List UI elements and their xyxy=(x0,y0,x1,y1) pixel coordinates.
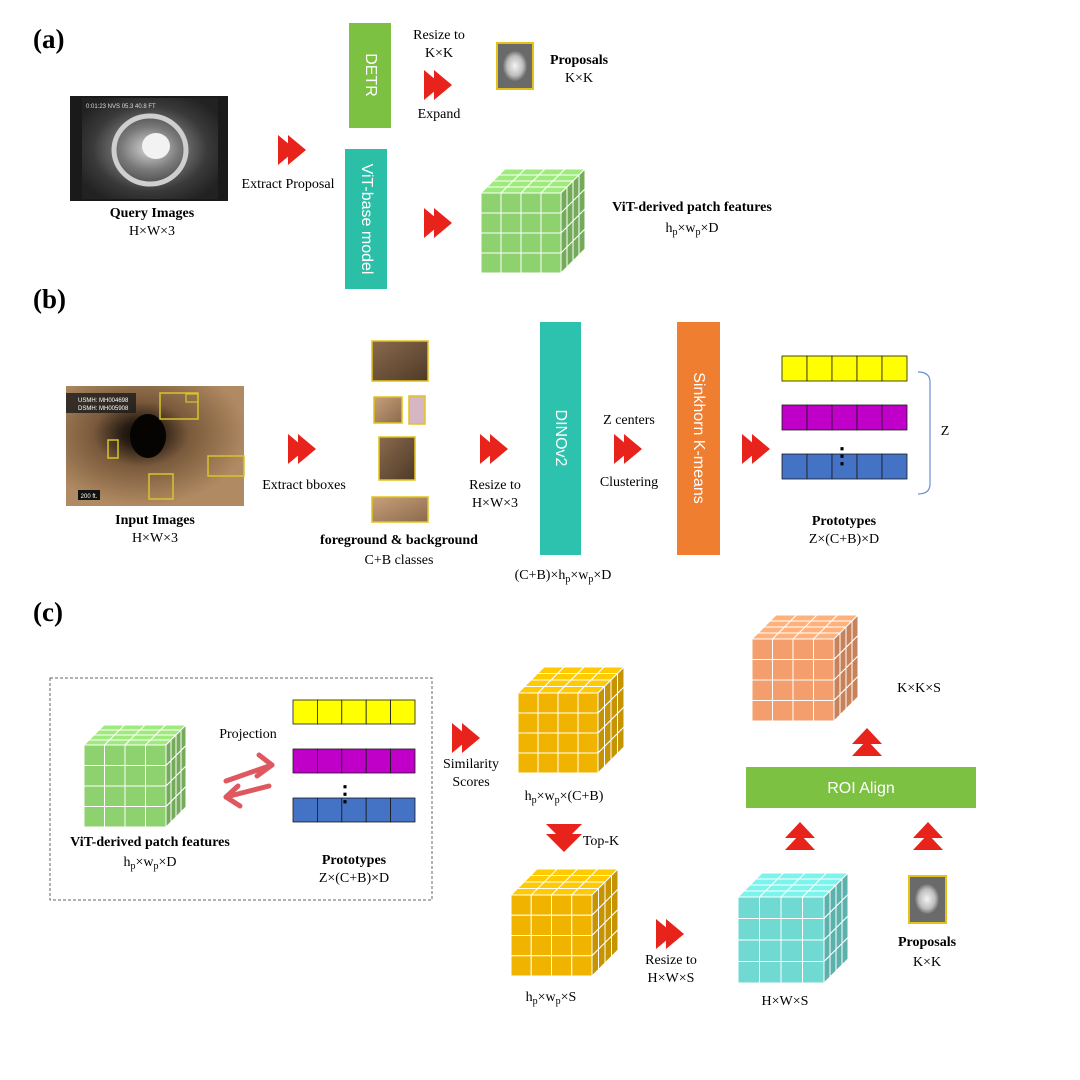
similarity-arrow xyxy=(452,723,480,753)
z-label: Z xyxy=(941,424,950,439)
z-centers-label: Z centers xyxy=(603,413,655,428)
similarity-dim: hp×wp×(C+B) xyxy=(525,789,604,806)
prototypes-dim-b: Z×(C+B)×D xyxy=(809,532,879,547)
roi-to-output-arrow xyxy=(852,728,882,756)
panel-c-label: (c) xyxy=(33,597,63,627)
roi-align-label: ROI Align xyxy=(827,780,895,797)
proposals-title-c: Proposals xyxy=(898,935,957,950)
panel-b-label: (b) xyxy=(33,284,66,314)
patch-features-title-c: ViT-derived patch features xyxy=(70,835,230,850)
svg-text:0:01:23 NVS 05.3 40.8 FT: 0:01:23 NVS 05.3 40.8 FT xyxy=(86,104,156,110)
projection-label: Projection xyxy=(219,727,277,742)
clustering-label: Clustering xyxy=(600,475,658,490)
overlay-ft: 200 ft. xyxy=(81,494,98,500)
patch-features-dim-c: hp×wp×D xyxy=(123,855,176,872)
resize-hw3-line2: H×W×3 xyxy=(472,496,518,511)
sinkhorn-label: Sinkhorn K-means xyxy=(690,372,707,504)
vit-to-cube-arrow xyxy=(424,208,452,238)
prototypes-c xyxy=(292,699,416,823)
vit-base-label: ViT-base model xyxy=(358,164,375,275)
resize-hw3-line1: Resize to xyxy=(469,478,521,493)
query-images-dim: H×W×3 xyxy=(129,224,175,239)
patch-features-cube-c xyxy=(82,723,188,829)
prototypes-title-b: Prototypes xyxy=(812,514,877,529)
topk-arrow xyxy=(546,824,582,852)
proposals-dim-a: K×K xyxy=(565,71,593,86)
input-images-dim: H×W×3 xyxy=(132,531,178,546)
topk-label: Top-K xyxy=(583,834,619,849)
similarity-line2: Scores xyxy=(452,775,489,790)
topk-cube xyxy=(509,867,620,978)
proposal-thumbnail xyxy=(496,42,534,90)
query-images-title: Query Images xyxy=(110,206,195,221)
proto-dots-c: ⋮ xyxy=(334,781,356,806)
resize-expand-arrow xyxy=(424,70,452,100)
kks-dim: K×K×S xyxy=(897,681,941,696)
query-image: 0:01:23 NVS 05.3 40.8 FT xyxy=(70,96,228,201)
proposals-to-roi-arrow xyxy=(913,822,943,850)
prototypes-b xyxy=(781,355,908,480)
resize-hw3-arrow xyxy=(480,434,508,464)
dinov2-label: DINOv2 xyxy=(552,410,569,467)
proto-dots-b: ⋮ xyxy=(831,443,853,468)
fg-bg-title: foreground & background xyxy=(320,533,478,548)
hws-dim: H×W×S xyxy=(762,994,809,1009)
resize-hws-line2: H×W×S xyxy=(648,971,695,986)
detr-label: DETR xyxy=(362,53,379,97)
input-image: USMH: MH004698 DSMH: MH005908 200 ft. xyxy=(66,386,245,506)
hws-cube xyxy=(736,871,850,985)
proposals-dim-c: K×K xyxy=(913,955,941,970)
prototypes-title-c: Prototypes xyxy=(322,853,387,868)
dinov2-block xyxy=(540,322,581,555)
dinov2-dim: (C+B)×hp×wp×D xyxy=(515,568,612,585)
sinkhorn-to-proto-arrow xyxy=(742,434,770,464)
extract-proposal-arrow xyxy=(278,135,306,165)
overlay-usmh: USMH: MH004698 xyxy=(78,398,129,404)
resize-k-line2: K×K xyxy=(425,46,453,61)
vit-base-block xyxy=(345,149,387,289)
projection-frame xyxy=(49,677,433,901)
proposal-thumbnail-c xyxy=(908,875,947,924)
projection-arrows xyxy=(223,752,275,809)
extract-bboxes-label: Extract bboxes xyxy=(262,478,346,493)
hws-to-roi-arrow xyxy=(785,822,815,850)
detr-block xyxy=(349,23,391,128)
topk-dim: hp×wp×S xyxy=(526,990,577,1007)
sinkhorn-block xyxy=(677,322,720,555)
output-cube xyxy=(750,613,860,723)
proposals-title-a: Proposals xyxy=(550,53,609,68)
roi-align-block xyxy=(746,767,976,808)
overlay-dsmh: DSMH: MH005908 xyxy=(78,406,129,412)
similarity-line1: Similarity xyxy=(443,757,499,772)
extract-proposal-label: Extract Proposal xyxy=(242,177,335,192)
dino-to-sinkhorn-arrow xyxy=(614,434,642,464)
patch-features-cube-a xyxy=(479,167,587,275)
resize-hws-arrow xyxy=(656,919,684,949)
prototypes-dim-c: Z×(C+B)×D xyxy=(319,871,389,886)
resize-k-line1: Resize to xyxy=(413,28,465,43)
z-brace xyxy=(917,371,931,495)
fg-bg-classes: C+B classes xyxy=(365,553,434,568)
expand-label: Expand xyxy=(418,107,461,122)
similarity-cube xyxy=(516,665,626,775)
panel-a-label: (a) xyxy=(33,24,64,54)
resize-hws-line1: Resize to xyxy=(645,953,697,968)
extract-bboxes-arrow xyxy=(288,434,316,464)
input-images-title: Input Images xyxy=(115,513,195,528)
bbox-crops xyxy=(371,340,429,523)
patch-features-title-a: ViT-derived patch features xyxy=(612,200,772,215)
patch-features-dim-a: hp×wp×D xyxy=(665,221,718,238)
